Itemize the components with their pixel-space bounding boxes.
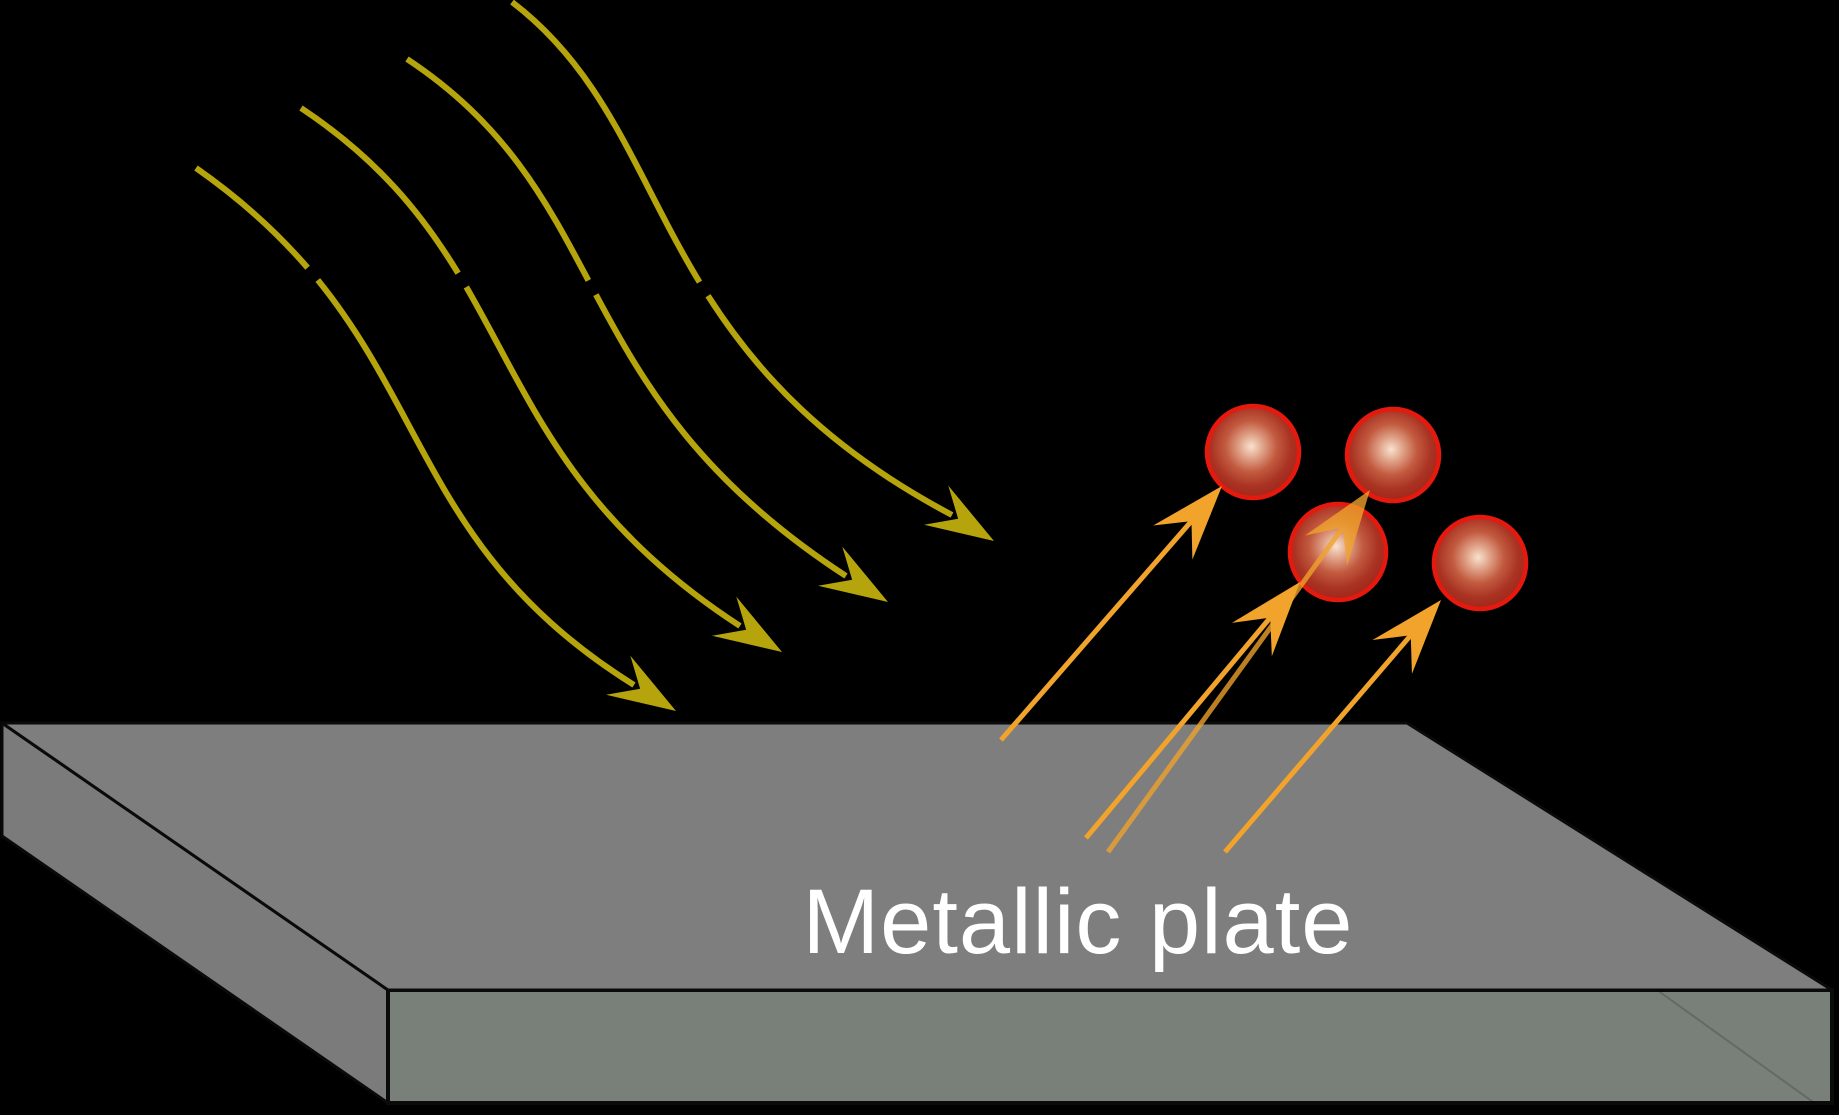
ejected-electron-arrowhead — [1231, 582, 1300, 657]
electron — [1431, 514, 1529, 612]
ejected-electron-arrowhead — [1372, 600, 1441, 674]
incident-light-rays — [194, 0, 994, 711]
plate-inner-edge — [1656, 989, 1821, 1108]
light-ray-arrowhead — [712, 596, 782, 652]
plate-top-face — [0, 721, 1834, 992]
light-ray-shaft — [405, 56, 848, 579]
ejected-electron-arrow-shaft — [1105, 524, 1346, 854]
ejected-electron-arrowhead — [1304, 490, 1370, 567]
light-ray-shaft — [299, 105, 742, 629]
light-ray — [510, 0, 994, 541]
light-ray-arrowhead — [924, 485, 994, 541]
light-ray-shaft — [194, 165, 636, 688]
ejected-electron-arrows — [999, 486, 1441, 854]
plate-label: Metallic plate — [803, 871, 1354, 973]
ejected-electron-arrow — [1223, 600, 1441, 854]
ejected-electron-arrowhead — [1153, 486, 1222, 560]
plate-front-face — [386, 988, 1834, 1105]
ejected-electron-arrow — [999, 486, 1222, 742]
ejected-electron-arrow-shaft — [1223, 632, 1414, 854]
electron — [1344, 406, 1442, 504]
light-ray — [299, 105, 782, 652]
light-ray — [405, 56, 888, 602]
light-ray-arrowhead — [818, 546, 888, 602]
ejected-electrons — [1204, 403, 1529, 612]
ejected-electron-arrow-shaft — [999, 518, 1195, 742]
light-ray-arrowhead — [606, 655, 676, 711]
light-ray-shaft — [510, 0, 954, 518]
electron — [1204, 403, 1302, 501]
ejected-electron-arrow — [1105, 490, 1370, 854]
ejected-electron-arrow — [1084, 582, 1300, 840]
metallic-plate — [0, 720, 1834, 1108]
light-ray — [194, 165, 676, 711]
ejected-electron-arrow-shaft — [1084, 614, 1274, 840]
electron — [1287, 501, 1389, 603]
